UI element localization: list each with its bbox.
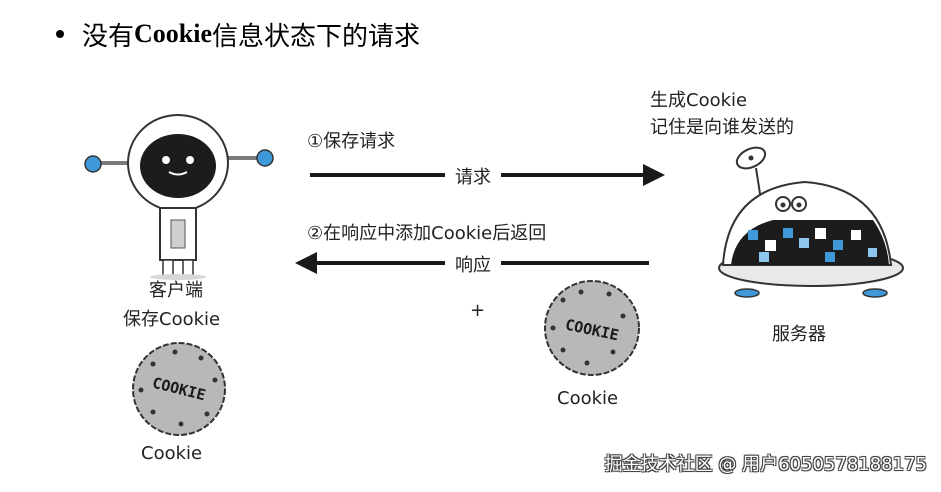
plus-sign: +	[470, 300, 486, 321]
cookie-diagram: COOKIE COOKIE ①保存请求 请求 ②在响应中添加Cookie后返回 …	[83, 80, 930, 476]
cookie-icon: COOKIE	[132, 342, 226, 436]
client-label-line2: 保存Cookie	[123, 309, 221, 330]
server-label: 服务器	[772, 324, 826, 345]
request-label: 请求	[445, 163, 501, 189]
satellite-dish-icon	[735, 146, 767, 201]
watermark: 掘金技术社区 @ 用户6050578188175	[604, 454, 927, 475]
client-label-line1: 客户端	[149, 280, 203, 301]
heading-keyword: Cookie	[134, 19, 213, 48]
section-heading: 没有 Cookie 信息状态下的请求	[56, 14, 420, 54]
cookie-left-caption: Cookie	[141, 443, 203, 464]
heading-prefix: 没有	[82, 21, 135, 52]
server-note-line2: 记住是向谁发送的	[650, 117, 794, 138]
diagram-graphics: COOKIE COOKIE	[84, 114, 904, 436]
robot-client-icon	[84, 114, 274, 280]
step2-label: ②在响应中添加Cookie后返回	[307, 223, 547, 244]
cookie-mid-caption: Cookie	[557, 388, 619, 409]
heading-suffix: 信息状态下的请求	[212, 21, 421, 52]
response-label: 响应	[445, 251, 501, 277]
cookie-icon: COOKIE	[544, 280, 640, 376]
bullet-icon	[56, 30, 64, 38]
robot-server-icon	[718, 146, 904, 298]
server-note-line1: 生成Cookie	[650, 90, 748, 111]
step1-label: ①保存请求	[307, 131, 396, 152]
